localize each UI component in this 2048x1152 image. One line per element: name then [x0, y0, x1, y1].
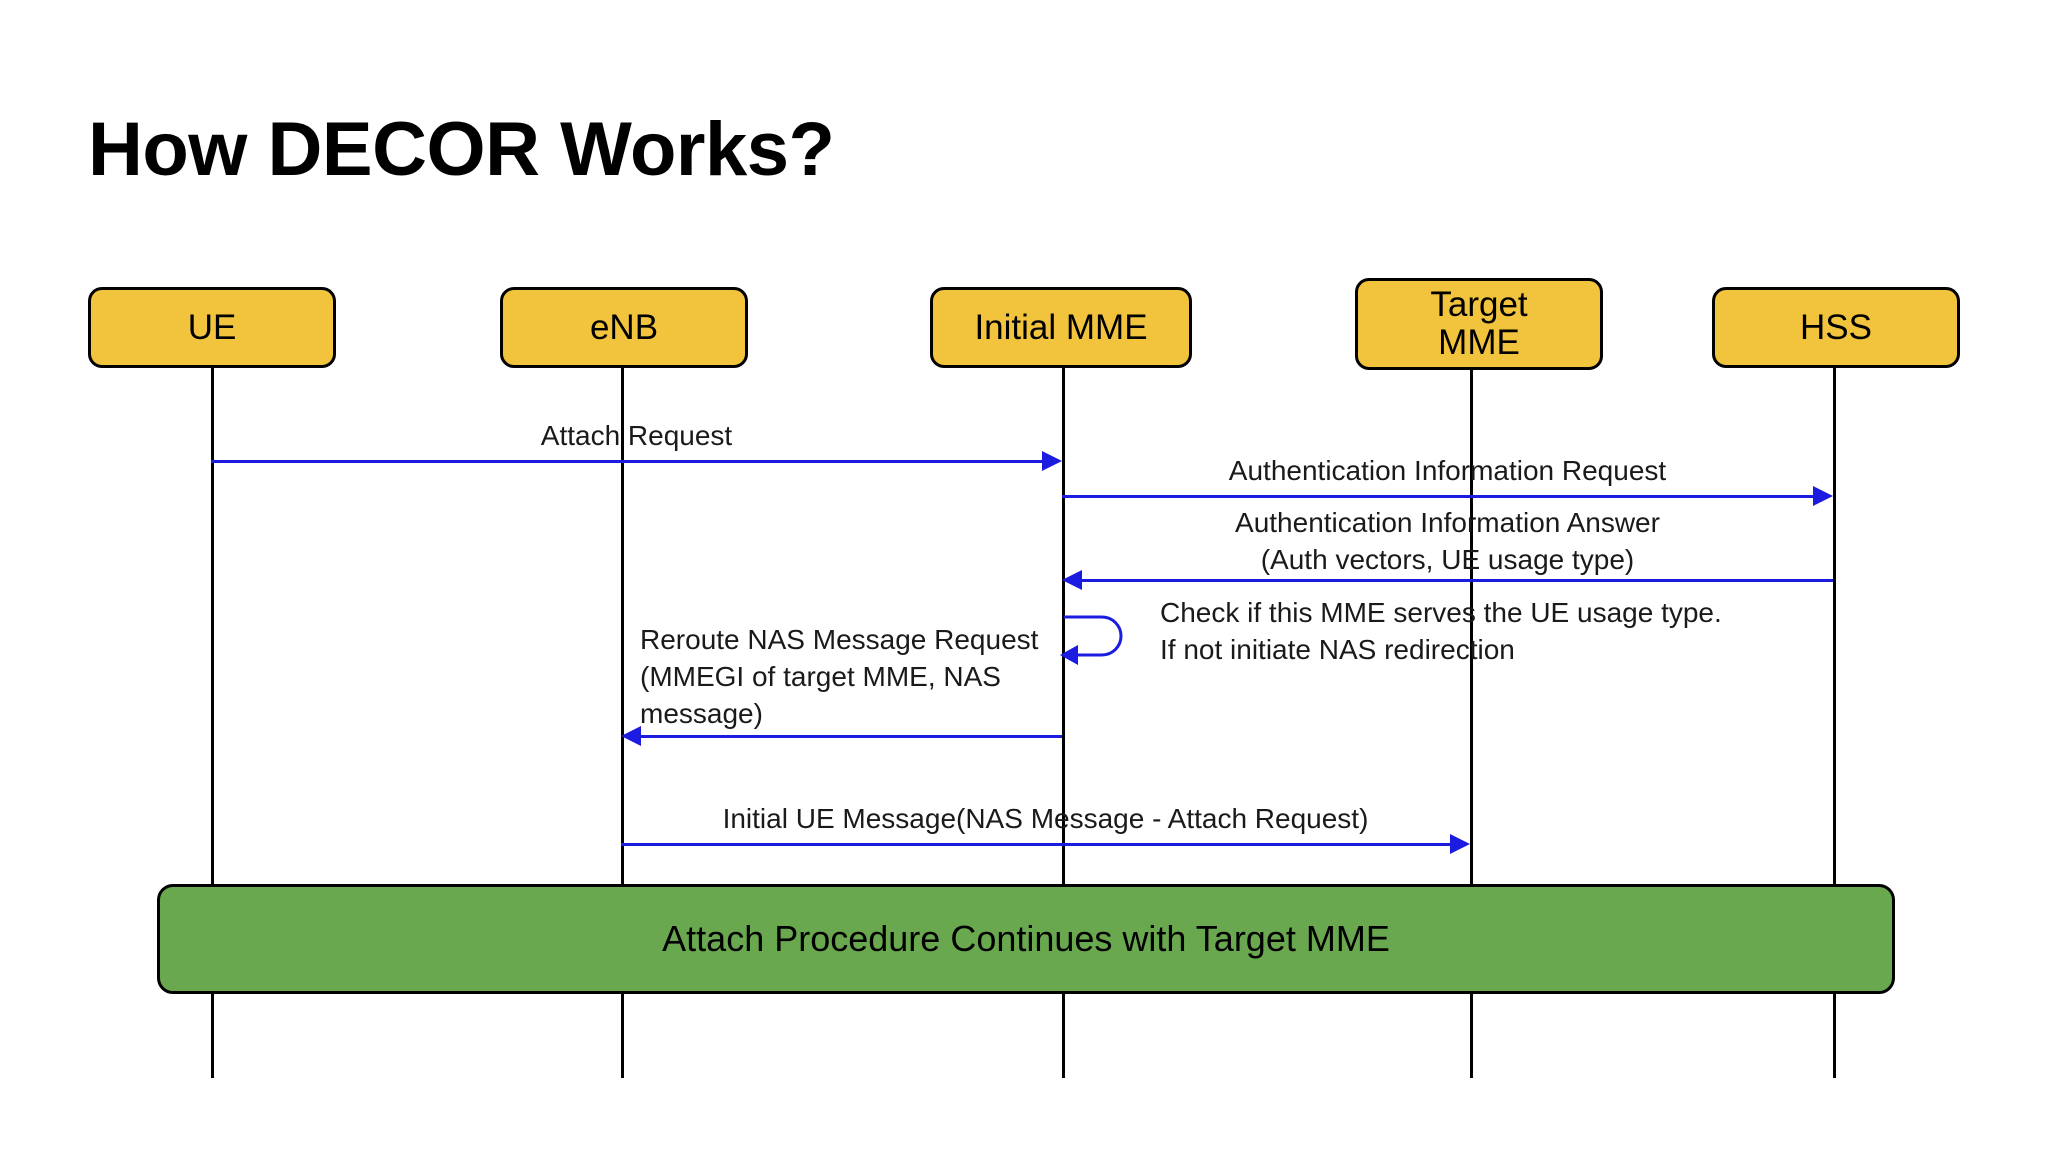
message-line-auth-info-request[interactable]	[1062, 495, 1813, 498]
lifeline-enb	[621, 368, 624, 1078]
self-message-note-initial-mme: Check if this MME serves the UE usage ty…	[1160, 597, 1722, 665]
message-line-auth-info-answer[interactable]	[1082, 579, 1833, 582]
actor-label-enb: eNB	[589, 307, 659, 347]
actor-label-initial-mme: Initial MME	[974, 307, 1148, 347]
message-line-initial-ue-message[interactable]	[621, 843, 1450, 846]
page-title: How DECOR Works?	[88, 107, 835, 192]
actor-box-hss[interactable]: HSS	[1712, 287, 1960, 368]
message-arrowhead-reroute-nas-message-request	[621, 726, 641, 746]
message-label-auth-info-answer: Authentication Information Answer (Auth …	[1235, 507, 1660, 575]
lifeline-target-mme	[1470, 370, 1473, 1078]
message-arrowhead-auth-info-request	[1813, 486, 1833, 506]
lifeline-hss	[1833, 368, 1836, 1078]
self-loop-icon	[1060, 615, 1123, 665]
self-message-loop-initial-mme[interactable]	[1058, 605, 1138, 675]
actor-label-target-mme: Target MME	[1430, 285, 1528, 362]
actor-box-target-mme[interactable]: Target MME	[1355, 278, 1603, 370]
message-label-initial-ue-message: Initial UE Message(NAS Message - Attach …	[722, 803, 1369, 834]
message-arrowhead-attach-request	[1042, 451, 1062, 471]
message-label-auth-info-request: Authentication Information Request	[1228, 455, 1667, 486]
actor-box-ue[interactable]: UE	[88, 287, 336, 368]
actor-box-initial-mme[interactable]: Initial MME	[930, 287, 1192, 368]
actor-label-ue: UE	[187, 307, 237, 347]
message-line-attach-request[interactable]	[211, 460, 1042, 463]
lifeline-initial-mme	[1062, 368, 1065, 1078]
message-label-attach-request: Attach Request	[540, 420, 733, 451]
message-label-reroute-nas-message-request: Reroute NAS Message Request (MMEGI of ta…	[640, 624, 1039, 729]
banner-label: Attach Procedure Continues with Target M…	[662, 918, 1390, 959]
attach-procedure-banner[interactable]: Attach Procedure Continues with Target M…	[157, 884, 1895, 994]
actor-label-hss: HSS	[1800, 307, 1872, 347]
actor-box-enb[interactable]: eNB	[500, 287, 748, 368]
message-line-reroute-nas-message-request[interactable]	[641, 735, 1062, 738]
message-arrowhead-initial-ue-message	[1450, 834, 1470, 854]
message-arrowhead-auth-info-answer	[1062, 570, 1082, 590]
lifeline-ue	[211, 368, 214, 1078]
